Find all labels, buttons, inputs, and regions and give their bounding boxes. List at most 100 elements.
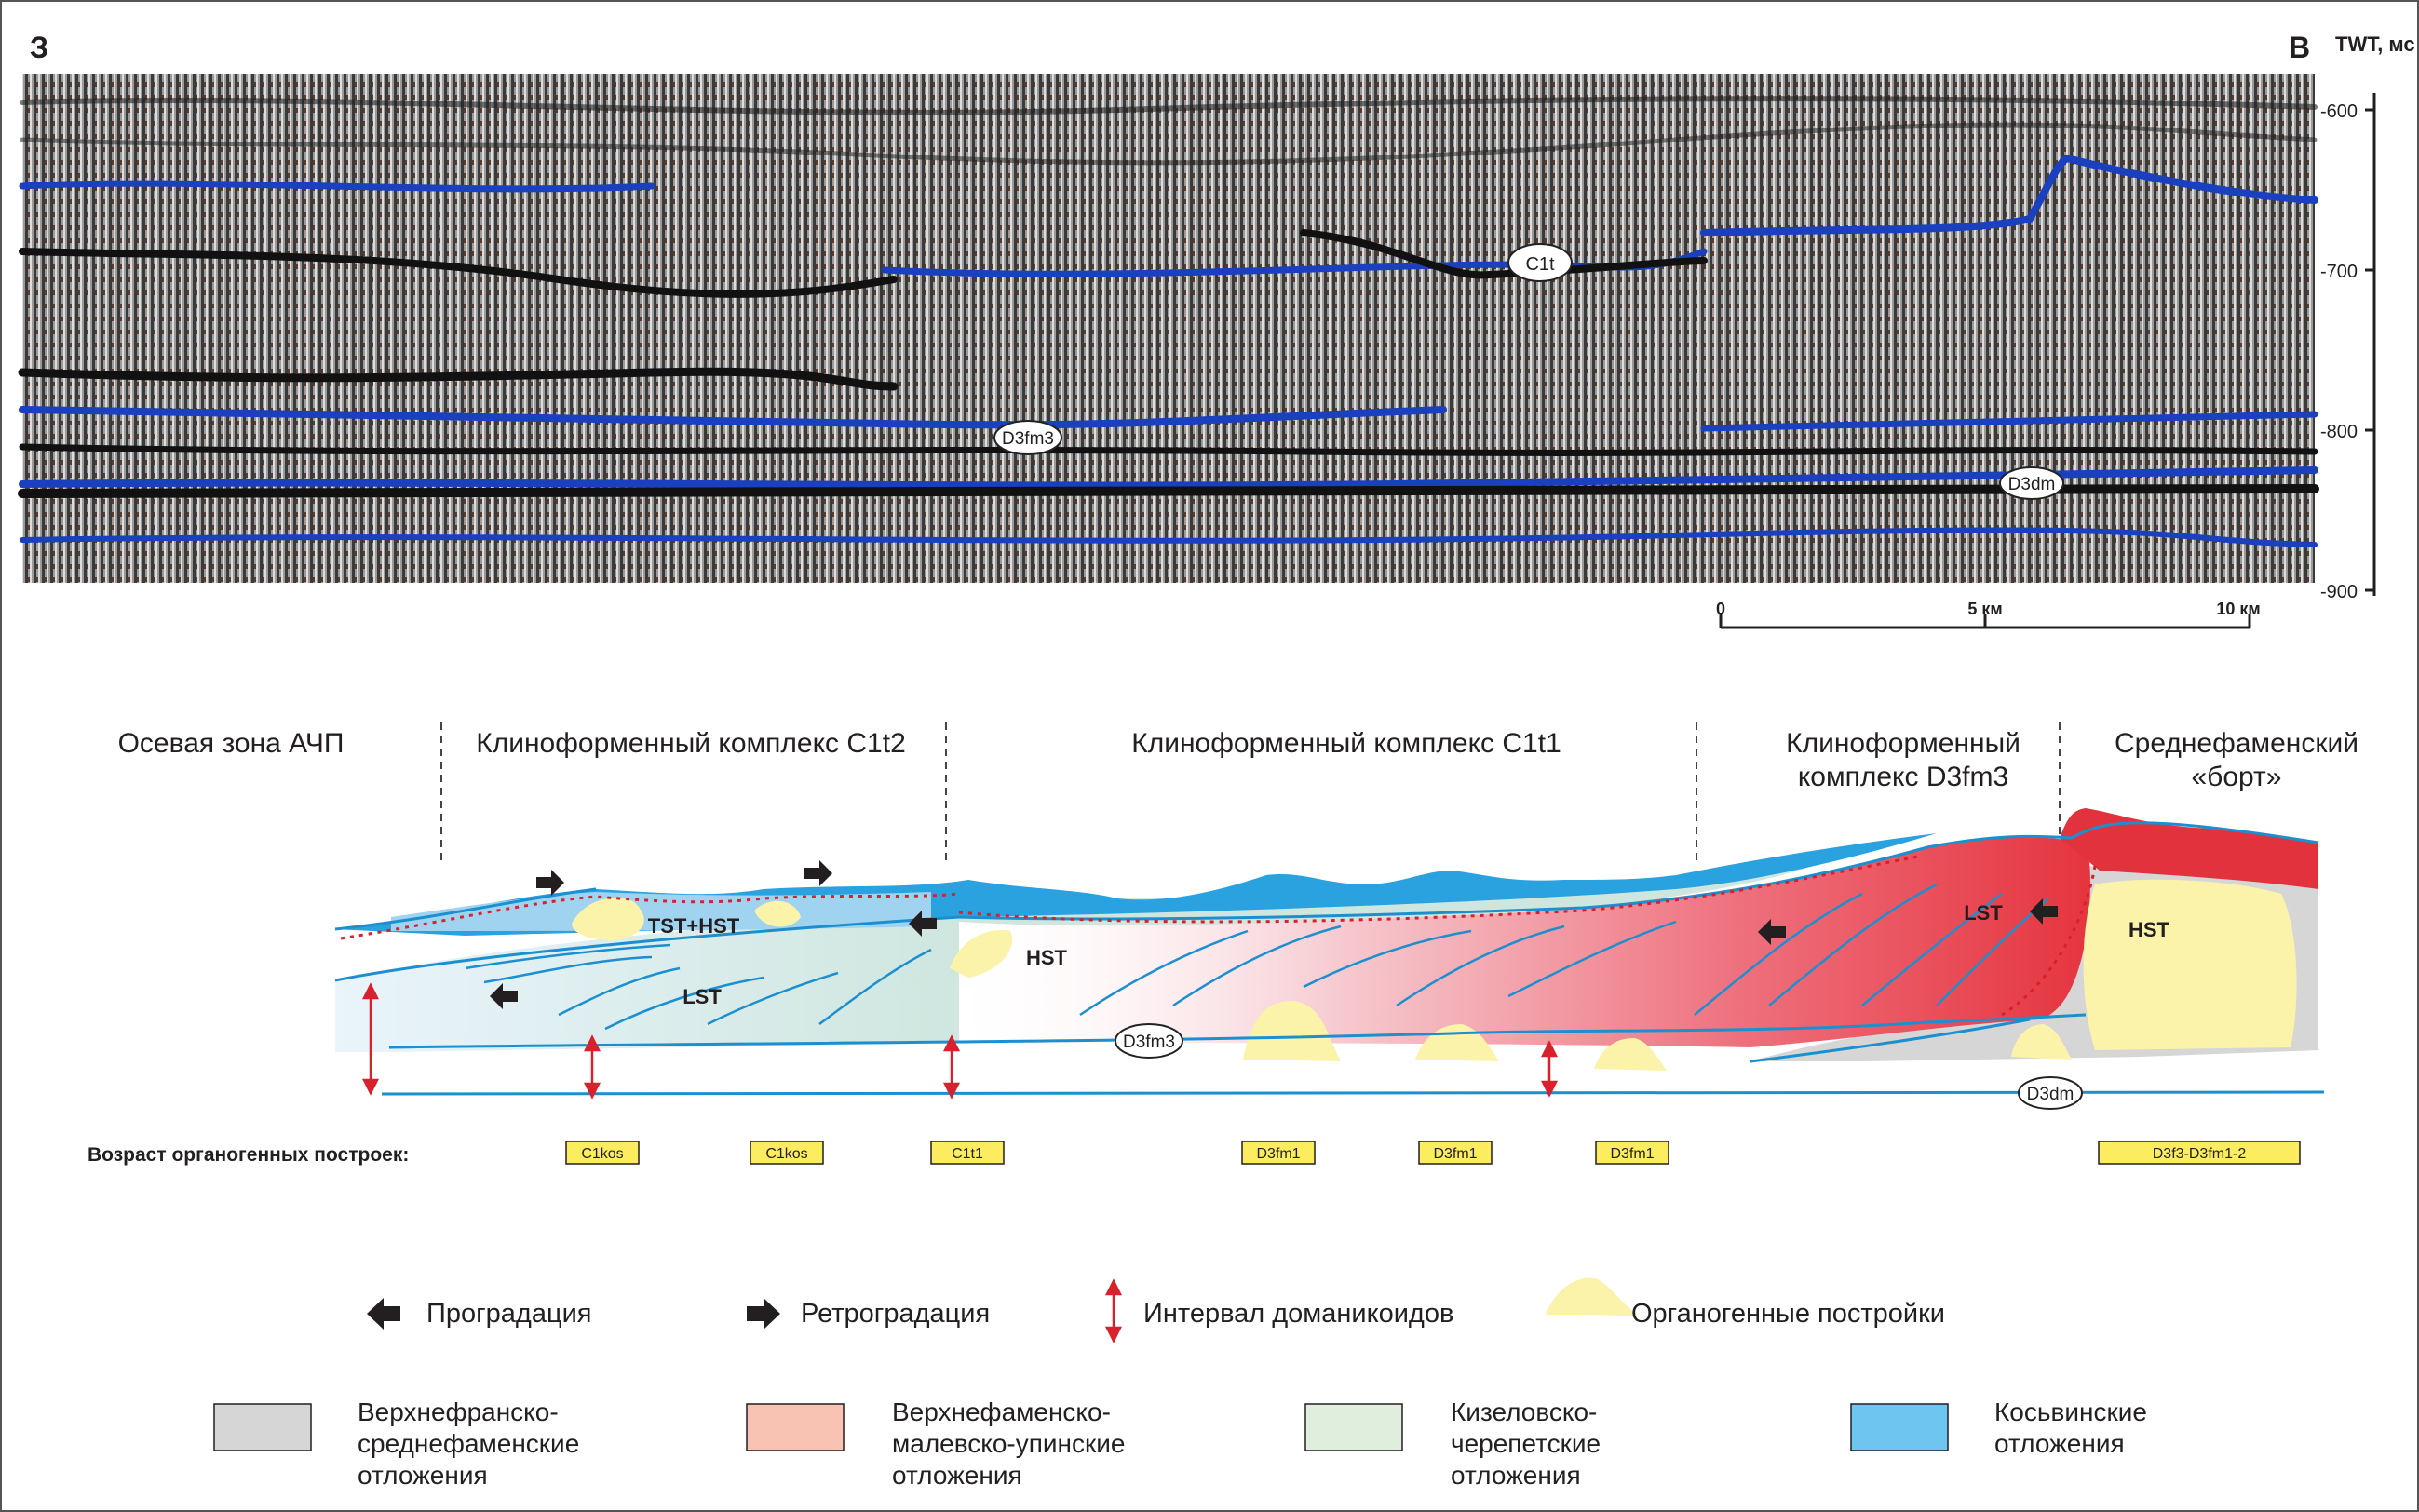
- age-badge: C1t1: [930, 1141, 1005, 1165]
- zone-c1t2: Клиноформенный комплекс C1t2: [476, 728, 906, 759]
- upper-franian-swatch: [213, 1403, 312, 1451]
- bort-reef-body: [2083, 879, 2297, 1050]
- section-horizon-D3fm3: D3fm3: [1115, 1023, 1183, 1059]
- retrogradation-icon: [747, 1298, 780, 1330]
- svg-text:черепетские: черепетские: [1451, 1429, 1601, 1458]
- age-badge: D3fm1: [1418, 1141, 1493, 1165]
- prog-arrow-4: [2030, 898, 2058, 925]
- east-label: В: [2289, 31, 2310, 64]
- svg-text:D3fm1: D3fm1: [1610, 1146, 1654, 1162]
- age-title: Возраст органогенных построек:: [88, 1144, 409, 1166]
- west-label: З: [30, 31, 48, 64]
- prog-arrow-2: [490, 983, 518, 1009]
- twt-tick-700: -700: [2320, 262, 2358, 282]
- tract-lst-left: LST: [682, 985, 722, 1008]
- svg-text:C1t1: C1t1: [952, 1146, 983, 1162]
- cross-section: TST+HST LST HST LST HST D3fm3 D3dm: [334, 808, 2325, 1110]
- twt-tick-600: -600: [2320, 101, 2358, 122]
- bort-red-cap: [2060, 808, 2318, 889]
- legend-retrogradation: Ретроградация: [747, 1298, 990, 1330]
- svg-text:Верхнефранско-: Верхнефранско-: [358, 1397, 559, 1426]
- horizon-D3dm: D3dm: [1999, 466, 2064, 500]
- zone-headings: Осевая зона АЧП Клиноформенный комплекс …: [118, 728, 2358, 792]
- age-row: Возраст органогенных построек: C1kos C1k…: [88, 1141, 2301, 1166]
- scale-tick-10: 10 км: [2216, 600, 2260, 618]
- svg-text:отложения: отложения: [1451, 1461, 1581, 1490]
- seismic-image: [22, 74, 2315, 583]
- age-badge: C1kos: [565, 1141, 640, 1165]
- horizon-D3fm3-label: D3fm3: [1002, 429, 1054, 449]
- scale-bar: [1719, 614, 2251, 629]
- svg-text:отложения: отложения: [892, 1461, 1022, 1490]
- section-horizon-D3dm: D3dm: [2018, 1076, 2083, 1110]
- age-badge: D3fm1: [1241, 1141, 1316, 1165]
- zone-axial: Осевая зона АЧП: [118, 728, 345, 759]
- horizon-C1t-label: C1t: [1525, 254, 1555, 275]
- scale-tick-5: 5 км: [1967, 600, 2002, 618]
- svg-text:Интервал доманикоидов: Интервал доманикоидов: [1143, 1299, 1453, 1329]
- tract-hst-mid: HST: [1026, 946, 1068, 969]
- svg-text:Косьвинские: Косьвинские: [1994, 1397, 2147, 1426]
- domanik-interval-icon: [1104, 1278, 1123, 1343]
- left-light-body: [335, 908, 959, 1052]
- tract-lst-right: LST: [1964, 901, 2003, 925]
- progradation-icon: [367, 1298, 400, 1330]
- base-horizons: [334, 821, 2325, 1096]
- scale-tick-0: 0: [1716, 600, 1725, 618]
- svg-text:отложения: отложения: [358, 1461, 488, 1490]
- seismic-reflectors: [18, 96, 2319, 547]
- kosva-swatch: [1850, 1403, 1949, 1451]
- twt-axis: [2365, 93, 2376, 596]
- twt-tick-800: -800: [2320, 422, 2358, 442]
- section-horizon-D3fm3-label: D3fm3: [1123, 1033, 1175, 1052]
- upper-famennian-swatch: [746, 1403, 845, 1451]
- svg-text:отложения: отложения: [1994, 1429, 2125, 1458]
- svg-text:D3f3-D3fm1-2: D3f3-D3fm1-2: [2153, 1146, 2247, 1162]
- section-horizon-D3dm-label: D3dm: [2027, 1085, 2074, 1104]
- prog-arrow-3: [1758, 919, 1786, 945]
- legend: Проградация Ретроградация Интервал доман…: [213, 1277, 2147, 1490]
- svg-text:C1kos: C1kos: [765, 1146, 807, 1162]
- twt-axis-title: TWT, мс: [2335, 33, 2415, 56]
- svg-text:C1kos: C1kos: [581, 1146, 623, 1162]
- legend-reefs: Органогенные постройки: [1546, 1277, 1945, 1329]
- horizon-D3dm-label: D3dm: [2008, 475, 2056, 494]
- svg-text:Проградация: Проградация: [426, 1299, 592, 1329]
- svg-text:Верхнефаменско-: Верхнефаменско-: [892, 1397, 1111, 1426]
- zone-bort-line2: «борт»: [2191, 762, 2281, 792]
- legend-unit-upper-famennian: Верхнефаменско- малевско-упинские отложе…: [746, 1397, 1125, 1490]
- zone-d3fm3-line2: комплекс D3fm3: [1798, 762, 2008, 792]
- section-arrows: [490, 860, 2058, 1009]
- zone-dividers: [440, 722, 2061, 866]
- svg-text:малевско-упинские: малевско-упинские: [892, 1429, 1125, 1458]
- kizel-swatch: [1304, 1403, 1403, 1451]
- prog-arrow-1: [909, 911, 937, 937]
- legend-domanik: Интервал доманикоидов: [1104, 1278, 1453, 1343]
- legend-unit-upper-franian: Верхнефранско- среднефаменские отложения: [213, 1397, 579, 1490]
- legend-unit-kosva: Косьвинские отложения: [1850, 1397, 2147, 1458]
- legend-unit-kizel: Кизеловско- черепетские отложения: [1304, 1397, 1601, 1490]
- svg-text:Органогенные постройки: Органогенные постройки: [1631, 1299, 1945, 1329]
- tract-tst-hst: TST+HST: [648, 914, 740, 938]
- retro-arrow-1: [536, 870, 564, 896]
- svg-text:D3fm1: D3fm1: [1433, 1146, 1477, 1162]
- reef-icon: [1546, 1277, 1639, 1316]
- svg-text:среднефаменские: среднефаменские: [358, 1429, 579, 1458]
- zone-c1t1: Клиноформенный комплекс C1t1: [1131, 728, 1561, 759]
- twt-tick-900: -900: [2320, 582, 2358, 602]
- age-badge: D3fm1: [1595, 1141, 1669, 1165]
- age-badge: C1kos: [750, 1141, 824, 1165]
- seismic-section: З В TWT, мс C1t D3fm3: [18, 31, 2415, 629]
- zone-d3fm3-line1: Клиноформенный: [1786, 728, 2020, 759]
- horizon-D3fm3: D3fm3: [993, 420, 1062, 455]
- svg-text:Кизеловско-: Кизеловско-: [1451, 1397, 1597, 1426]
- zone-bort-line1: Среднефаменский: [2115, 728, 2358, 759]
- legend-progradation: Проградация: [367, 1298, 592, 1330]
- horizon-C1t: C1t: [1507, 243, 1573, 282]
- svg-text:Ретроградация: Ретроградация: [801, 1299, 990, 1329]
- reef-bodies: [572, 898, 2072, 1071]
- sequence-boundaries: [340, 855, 2097, 1017]
- tract-hst-bort: HST: [2128, 918, 2170, 941]
